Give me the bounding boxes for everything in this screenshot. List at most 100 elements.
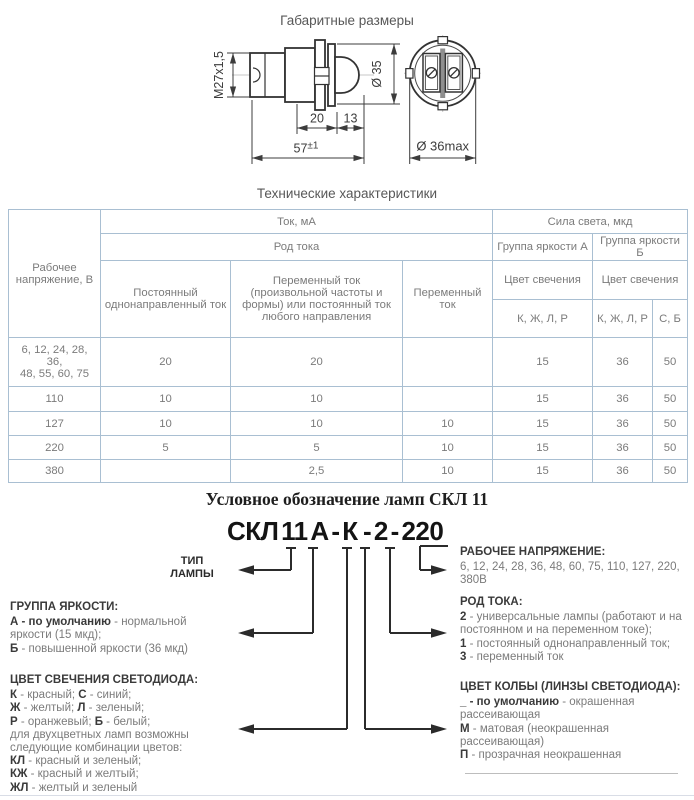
header-intensity-group: Сила света, мкд <box>491 209 689 234</box>
table-row: 127 10 10 10 15 36 50 <box>8 411 689 436</box>
designation-lines <box>254 545 448 730</box>
table-cell: 10 <box>230 411 403 436</box>
legend-right-column: РАБОЧЕЕ НАПРЯЖЕНИЕ: 6, 12, 24, 28, 36, 48… <box>460 0 694 800</box>
legend-heading: ГРУППА ЯРКОСТИ: <box>10 601 119 613</box>
legend-line: М - матовая (неокрашенная <box>460 722 609 735</box>
legend-line: ЖЛ - желтый и зеленый <box>10 781 138 794</box>
legend-line: Ж - желтый; Л - зеленый; <box>10 702 145 715</box>
legend-line: КЖ - красный и желтый; <box>10 768 139 781</box>
terminal-separator <box>440 48 446 98</box>
legend-line: яркости (15 мкд); <box>10 629 102 642</box>
terminal-screws <box>425 66 460 79</box>
lamp-front-view <box>405 35 481 111</box>
table-cell: 5 <box>230 435 403 460</box>
legend-line: постоянном и на переменном токе); <box>460 624 652 637</box>
header-ac: Переменный ток <box>402 260 493 338</box>
header-dc: Постоянный однонаправленный ток <box>100 260 231 338</box>
thread-dimension-label: М27х1,5 <box>212 51 226 99</box>
table-cell: 10 <box>230 386 403 412</box>
table-cell: 20 <box>230 337 403 387</box>
dim20-label: 20 <box>310 112 324 126</box>
legend-line: Б - повышенной яркости (36 мкд) <box>10 642 188 655</box>
lamp-side-details <box>252 53 330 97</box>
legend-line: КЛ - красный и зеленый; <box>10 755 142 768</box>
table-cell: 10 <box>402 435 493 460</box>
table-cell: 50 <box>651 435 689 460</box>
dimension-labels: М27х1,5 Ø 35 20 13 57±1 Ø 36max <box>212 51 470 156</box>
dim57-label: 57±1 <box>294 141 319 156</box>
table-cell: 380 <box>8 459 101 483</box>
legend-line: следующие комбинации цветов: <box>10 742 183 755</box>
table-row: 110 10 10 15 36 50 <box>8 386 689 412</box>
page-bottom-rule <box>0 795 694 796</box>
legend-line: _ - по умолчанию - окрашенная <box>460 696 635 709</box>
legend-left-column: ГРУППА ЯРКОСТИ:А - по умолчанию - нормал… <box>10 0 242 800</box>
dimension-arrowheads <box>229 44 476 162</box>
header-colors-sb: С, Б <box>651 299 689 338</box>
header-colors-kjlr-a: К, Ж, Л, Р <box>492 299 593 338</box>
designation-heading: Условное обозначение ламп СКЛ 11 <box>205 489 489 509</box>
table-cell: 10 <box>402 459 493 483</box>
legend-line: К - красный; С - синий; <box>10 689 132 702</box>
legend-line: Р - оранжевый; Б - белый; <box>10 715 151 728</box>
legend-heading: ЦВЕТ СВЕЧЕНИЯ СВЕТОДИОДА: <box>10 674 199 686</box>
table-cell: 10 <box>100 386 231 412</box>
terminal-inner-frames <box>424 55 461 90</box>
dimensions-heading: Габаритные размеры <box>280 13 414 28</box>
header-voltage: Рабочее напряжение, В <box>8 209 101 338</box>
table-cell <box>100 459 231 483</box>
table-cell: 15 <box>492 386 593 412</box>
table-cell <box>402 337 493 387</box>
designation-diagram <box>238 545 448 734</box>
table-cell: 2,5 <box>230 459 403 483</box>
legend-block: ГРУППА ЯРКОСТИ:А - по умолчанию - нормал… <box>10 601 188 656</box>
header-color-b: Цвет свечения <box>591 260 689 300</box>
base-contact <box>252 67 261 83</box>
legend-block: ЦВЕТ СВЕЧЕНИЯ СВЕТОДИОДА: К - красный; С … <box>10 674 198 795</box>
lamp-side-view <box>249 39 360 111</box>
led-dome <box>334 56 360 94</box>
table-cell: 15 <box>492 337 593 387</box>
legend-line: рассеивающая) <box>460 735 545 748</box>
legend-line: П - прозрачная неокрашенная <box>460 749 622 762</box>
table-cell: 50 <box>651 459 689 483</box>
table-cell <box>402 386 493 412</box>
header-ac-any: Переменный ток (произвольной частоты и ф… <box>230 260 403 338</box>
legend-line: рассеивающая <box>460 709 541 722</box>
legend-line: 380В <box>460 574 487 587</box>
table-cell: 127 <box>8 411 101 436</box>
legend-line: для двухцветных ламп возможны <box>10 728 189 741</box>
legend-line: 2 - универсальные лампы (работают и на <box>460 611 682 624</box>
table-cell: 50 <box>651 411 689 436</box>
table-cell: 110 <box>8 386 101 412</box>
header-current-group: Ток, мА <box>100 209 493 234</box>
table-row: 6, 12, 24, 28, 36, 48, 55, 60, 75 20 20 … <box>8 337 689 387</box>
lamp-type-label: ТИП ЛАМПЫ <box>170 555 214 580</box>
table-cell: 50 <box>651 386 689 412</box>
header-brightness-b: Группа яркости Б <box>591 233 689 261</box>
dim13-label: 13 <box>344 112 358 126</box>
table-row: 380 2,5 10 15 36 50 <box>8 459 689 483</box>
table-cell: 15 <box>492 459 593 483</box>
specs-table: Рабочее напряжение, В Ток, мА Сила света… <box>8 209 689 483</box>
legend-line: 3 - переменный ток <box>460 650 564 663</box>
specs-heading: Технические характеристики <box>256 186 438 201</box>
legend-block: РАБОЧЕЕ НАПРЯЖЕНИЕ: 6, 12, 24, 28, 36, 48… <box>460 546 680 588</box>
table-cell: 220 <box>8 435 101 460</box>
dia36-dimension-label: Ø 36max <box>416 139 469 154</box>
right-column-divider <box>465 773 678 774</box>
bayonet-notches <box>405 35 481 111</box>
table-cell: 50 <box>651 337 689 387</box>
legend-heading: РАБОЧЕЕ НАПРЯЖЕНИЕ: <box>460 546 606 558</box>
header-current-kind: Род тока <box>100 233 493 261</box>
table-cell: 36 <box>592 386 653 412</box>
table-cell: 10 <box>402 411 493 436</box>
table-cell: 15 <box>492 435 593 460</box>
legend-heading: ЦВЕТ КОЛБЫ (ЛИНЗЫ СВЕТОДИОДА): <box>460 681 681 693</box>
dia35-dimension-label: Ø 35 <box>370 60 384 87</box>
dimensions-drawing: М27х1,5 Ø 35 20 13 57±1 Ø 36max <box>212 35 481 164</box>
legend-line: 1 - постоянный однонаправленный ток; <box>460 637 671 650</box>
legend-line: 6, 12, 24, 28, 36, 48, 60, 75, 110, 127,… <box>460 561 680 574</box>
designation-arrowheads <box>238 565 447 734</box>
